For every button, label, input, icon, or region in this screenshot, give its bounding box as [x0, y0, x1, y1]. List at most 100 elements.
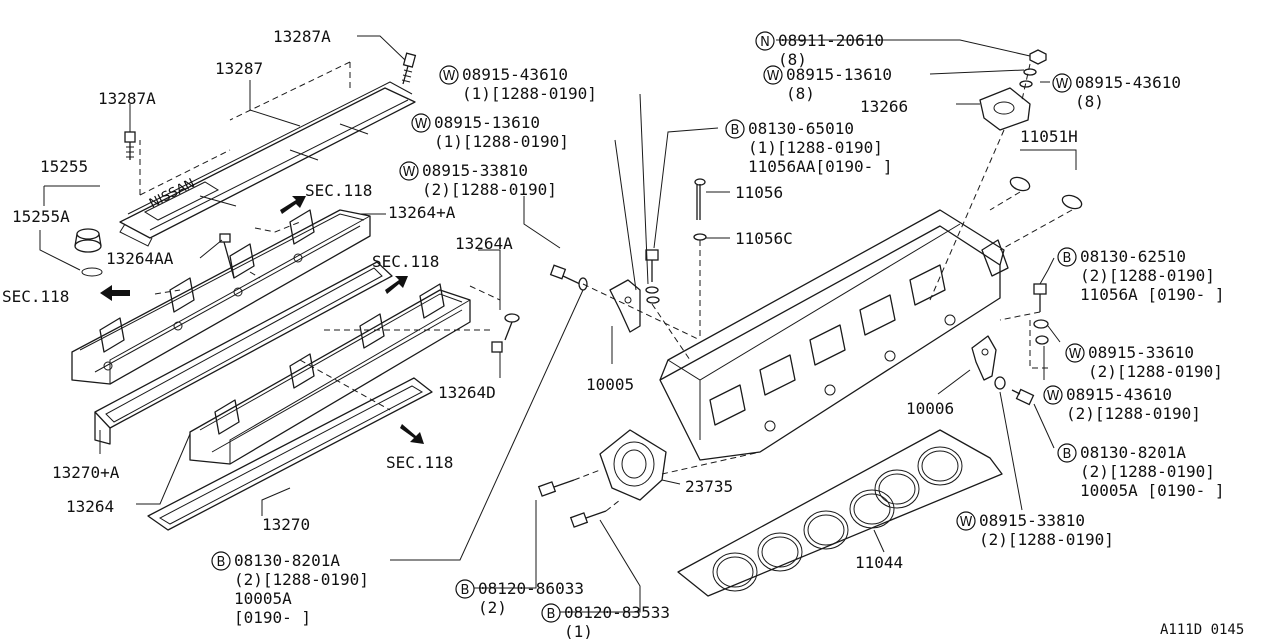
part-label-l13: 13270+A — [52, 463, 120, 482]
washer-08915-33610 — [1033, 319, 1049, 329]
part-label-l15: 13270 — [262, 515, 310, 534]
label-line: 08130-8201A — [234, 551, 340, 570]
part-label-l8: 13264AA — [106, 249, 174, 268]
label-line: 08915-13610 — [786, 65, 892, 84]
bolt-08130-62510 — [1033, 283, 1047, 312]
stud-11056 — [694, 178, 706, 220]
callout-letter: W — [415, 117, 428, 132]
arrow-sec118-1 — [280, 196, 306, 214]
callout-circle — [1065, 343, 1085, 363]
part-label-l36: 11044 — [855, 553, 903, 572]
bracket-10006 — [971, 335, 997, 381]
label-line: 13264AA — [106, 249, 174, 268]
callout-circle — [755, 31, 775, 51]
part-label-l1: 13287A — [273, 27, 331, 46]
label-line: 11044 — [855, 553, 903, 572]
label-line: 23735 — [685, 477, 733, 496]
front-cover-23735 — [599, 429, 667, 501]
plug-11051h-a — [1009, 176, 1031, 192]
label-line: SEC.118 — [386, 453, 453, 472]
part-label-l14: 13264 — [66, 497, 114, 516]
callout-circle — [1057, 443, 1077, 463]
part-label-l26: 13266 — [860, 97, 908, 116]
label-line: 13264D — [438, 383, 496, 402]
label-line: 13287 — [215, 59, 263, 78]
label-line: [0190- ] — [234, 608, 311, 627]
label-line: (1) — [564, 622, 593, 639]
label-line: 15255 — [40, 157, 88, 176]
label-line: (1)[1288-0190] — [748, 138, 883, 157]
label-line: 13266 — [860, 97, 908, 116]
label-line: 11056A [0190- ] — [1080, 285, 1225, 304]
diagram-code: A111D 0145 — [1160, 622, 1244, 638]
callout-circle — [956, 511, 976, 531]
label-line: (2)[1288-0190] — [1066, 404, 1201, 423]
label-line: 08130-62510 — [1080, 247, 1186, 266]
label-line: (1)[1288-0190] — [462, 84, 597, 103]
part-label-l5: 15255A — [12, 207, 70, 226]
label-line: (2)[1288-0190] — [422, 180, 557, 199]
part-label-l22: 11056C — [735, 229, 793, 248]
callout-circle — [399, 161, 419, 181]
washer-small-1 — [1023, 68, 1037, 76]
bolt-08130-8201a-right — [1011, 388, 1035, 406]
label-line: (2)[1288-0190] — [1080, 462, 1215, 481]
label-line: 08130-8201A — [1080, 443, 1186, 462]
cylinder-head — [659, 209, 1009, 461]
rocker-cover-13264-plus-a — [71, 209, 371, 385]
bolt-13287a-right — [401, 52, 417, 85]
label-line: 13264+A — [388, 203, 456, 222]
callout-circle — [455, 579, 475, 599]
part-label-l12: 13264D — [438, 383, 496, 402]
label-line: 11056 — [735, 183, 783, 202]
callout-letter: B — [217, 555, 226, 570]
bolt-13287a-left — [124, 131, 136, 160]
callout-letter: W — [1069, 347, 1082, 362]
callout-letter: W — [1056, 77, 1069, 92]
label-line: 10005 — [586, 375, 634, 394]
callout-circle — [725, 119, 745, 139]
label-line: 13264A — [455, 234, 513, 253]
label-line: 13287A — [98, 89, 156, 108]
callout-letter: B — [1063, 447, 1072, 462]
cover-emblem: NISSAN — [147, 176, 197, 212]
bolt-08130-65010 — [645, 249, 660, 304]
label-line: 08915-43610 — [1075, 73, 1181, 92]
oil-filler-cap-15255 — [74, 228, 103, 277]
label-line: 08915-43610 — [462, 65, 568, 84]
callout-circle — [1052, 73, 1072, 93]
label-line: 08120-83533 — [564, 603, 670, 622]
callout-letter: W — [960, 515, 973, 530]
label-line: 13270+A — [52, 463, 120, 482]
label-line: (2)[1288-0190] — [234, 570, 369, 589]
arrow-sec118-2 — [100, 285, 130, 301]
part-label-l6: SEC.118 — [305, 181, 372, 200]
part-labels: 13287A 13287 13287A 15255 15255A SEC.118 13264… — [2, 27, 1225, 639]
callout-circle — [439, 65, 459, 85]
label-line: 10006 — [906, 399, 954, 418]
callout-circle — [1043, 385, 1063, 405]
label-line: 11056AA[0190- ] — [748, 157, 893, 176]
washer-08915-43610-side — [1035, 335, 1049, 345]
nut-08911 — [1029, 49, 1047, 65]
callout-letter: B — [731, 123, 740, 138]
part-label-l9: SEC.118 — [2, 287, 69, 306]
label-line: 08915-33610 — [1088, 343, 1194, 362]
label-line: 08915-33810 — [422, 161, 528, 180]
label-line: (2)[1288-0190] — [1080, 266, 1215, 285]
leader-lines — [39, 35, 1077, 613]
part-label-l34: 23735 — [685, 477, 733, 496]
rocker-cover-13264 — [189, 283, 471, 465]
callout-letter: W — [443, 69, 456, 84]
bracket-10005 — [609, 279, 641, 333]
washer-11056c — [693, 233, 707, 241]
callout-letter: B — [461, 583, 470, 598]
bolt-08120-83533 — [569, 510, 607, 528]
